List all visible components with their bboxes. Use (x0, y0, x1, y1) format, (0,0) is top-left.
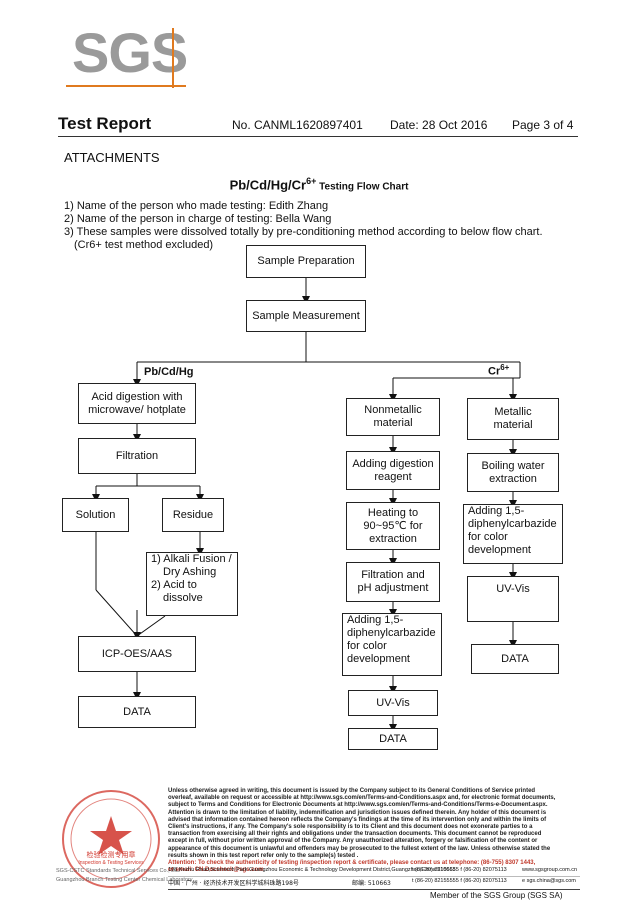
box-residue: Residue (162, 498, 224, 532)
logo-vertical-line (172, 28, 174, 88)
report-title: Test Report (58, 114, 152, 133)
box-sample-preparation: Sample Preparation (246, 245, 366, 278)
footer-address-en: 198 Kezhu Road,Scientech Park Guangzhou … (168, 867, 456, 873)
footer-phone-cn: t (86-20) 82155555 f (86-20) 82075113 (412, 878, 507, 884)
flow-chart-title: Pb/Cd/Hg/Cr6+ Testing Flow Chart (229, 176, 409, 193)
box-icp-oes-aas: ICP-OES/AAS (78, 636, 196, 672)
footer-member: Member of the SGS Group (SGS SA) (430, 891, 563, 900)
lab-name-2: Guangzhou Branch Testing Center Chemical… (56, 877, 193, 883)
sgs-logo: SGS (72, 21, 188, 84)
footer-postcode-cn: 邮编: 510663 (352, 880, 391, 887)
branch-label-pb-cd-hg: Pb/Cd/Hg (144, 366, 194, 378)
footer-address-cn: 中国 · 广州 · 经济技术开发区科学城科珠路198号 (168, 880, 299, 887)
seal-text: 检验检测专用章 (86, 851, 136, 859)
footer-divider-2 (168, 889, 580, 890)
header-rule (58, 136, 578, 137)
box-data-left: DATA (78, 696, 196, 728)
box-data-middle: DATA (348, 728, 438, 750)
lab-name-1: SGS-CSTC Standards Technical Services Co… (56, 868, 181, 874)
company-seal (62, 790, 160, 888)
intro-line-1: 1) Name of the person who made testing: … (64, 200, 329, 212)
seal-subtext: Inspection & Testing Services (78, 860, 144, 866)
report-number: No. CANML1620897401 (232, 118, 363, 132)
footer-divider-1 (168, 876, 580, 877)
box-data-right: DATA (471, 644, 559, 674)
intro-line-3: 3) These samples were dissolved totally … (64, 226, 543, 238)
box-alkali-fusion: 1) Alkali Fusion / Dry Ashing 2) Acid to… (146, 552, 238, 616)
footer-web: www.sgsgroup.com.cn (522, 867, 578, 873)
box-uv-vis-middle: UV-Vis (348, 690, 438, 716)
box-filtration: Filtration (78, 438, 196, 474)
intro-line-2: 2) Name of the person in charge of testi… (64, 213, 332, 225)
footer-phone-en: t (86-20) 82155555 f (86-20) 82075113 (412, 867, 507, 873)
page-number: Page 3 of 4 (512, 118, 574, 132)
attachments-heading: ATTACHMENTS (64, 150, 160, 165)
logo-underline (66, 85, 186, 87)
report-date: Date: 28 Oct 2016 (390, 118, 488, 132)
seal-star-icon (90, 816, 132, 855)
footer-email: e sgs.china@sgs.com (522, 878, 576, 884)
box-sample-measurement: Sample Measurement (246, 300, 366, 332)
box-solution: Solution (62, 498, 129, 532)
box-uv-vis-right: UV-Vis (467, 576, 559, 622)
intro-line-4: (Cr6+ test method excluded) (74, 239, 214, 251)
footer-disclaimer: Unless otherwise agreed in writing, this… (168, 788, 556, 874)
branch-label-cr6: Cr6+ (488, 363, 510, 378)
